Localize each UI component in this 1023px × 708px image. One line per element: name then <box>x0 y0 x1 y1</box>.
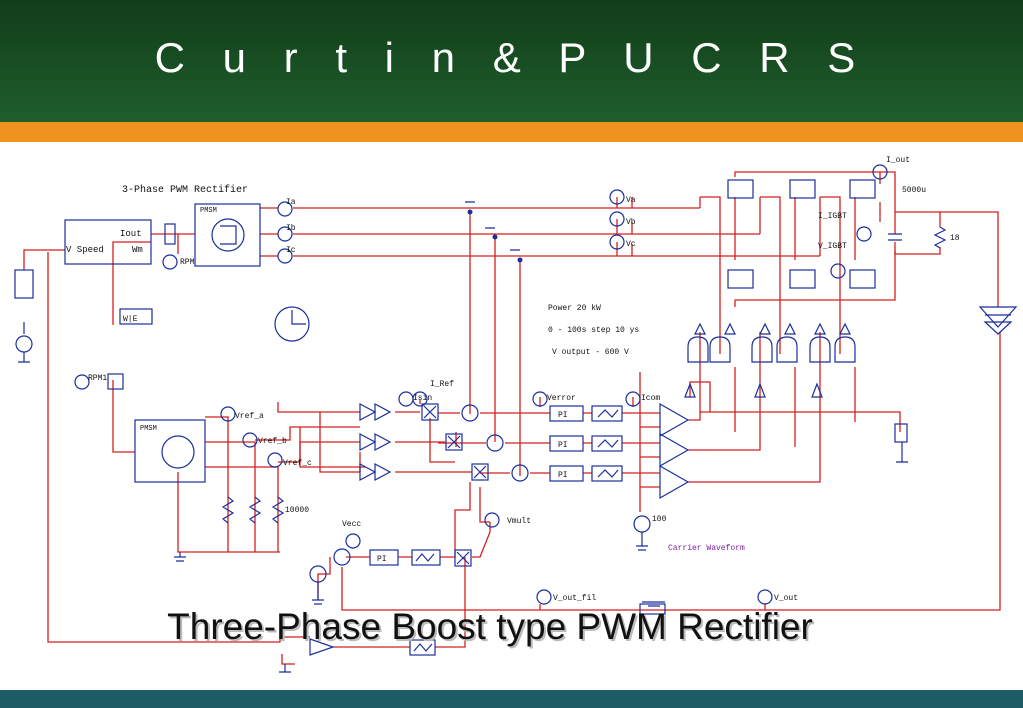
schematic-junctions <box>467 209 523 263</box>
pmsm-machine <box>194 203 261 267</box>
ref-resistor-value: 10000 <box>285 506 309 515</box>
probe-ia: Ia <box>286 198 296 207</box>
capacitor-value: 5000u <box>902 186 926 195</box>
probe-vc: Vc <box>626 240 636 249</box>
slide-header: C u r t i n & P U C R S <box>0 0 1023 122</box>
pmsm-machine-2 <box>134 419 206 483</box>
slide-title: C u r t i n & P U C R S <box>154 34 869 81</box>
pi-controller-2: PI <box>558 441 568 450</box>
scope-symbol <box>274 306 310 342</box>
pi-controller-4: PI <box>377 555 387 564</box>
slide-footer <box>0 690 1023 708</box>
slide-caption: Three-Phase Boost type PWM Rectifier <box>167 606 813 647</box>
probe-vb: Vb <box>626 218 636 227</box>
generator-block <box>64 219 152 265</box>
schematic-wires <box>23 171 1001 665</box>
verror-label: Verror <box>547 394 576 403</box>
rectifier-schematic: 3-Phase PWM Rectifier Iout V Speed Wm PM… <box>14 156 1018 673</box>
probe-ib: Ib <box>286 224 296 233</box>
rpm1-label: RPM1 <box>88 374 107 383</box>
generator-speed-label: V Speed <box>66 245 104 255</box>
gear-block <box>119 308 153 325</box>
icom-label: Icom <box>641 394 660 403</box>
vecc-label: Vecc <box>342 520 361 529</box>
probe-ic: Ic <box>286 246 296 255</box>
i-ref-label: I_Ref <box>430 380 454 389</box>
rpm-label: RPM <box>180 258 195 267</box>
machine2-label: PMSM <box>140 425 157 433</box>
note-voltage: V output - 600 V <box>552 348 629 357</box>
pi-controller-1: PI <box>558 411 568 420</box>
schematic-title: 3-Phase PWM Rectifier <box>122 184 248 196</box>
vmult-label: Vmult <box>507 517 531 526</box>
v-out-label: V_out <box>774 594 798 603</box>
carrier-label: Carrier Waveform <box>668 544 745 553</box>
generator-wm-label: Wm <box>132 245 143 255</box>
isin-label: Isin <box>413 394 432 403</box>
note-power: Power 20 kW <box>548 304 601 313</box>
carrier-amplitude: 100 <box>652 515 667 524</box>
generator-out-label: Iout <box>120 229 142 239</box>
probe-va: Va <box>626 196 636 205</box>
note-step: 0 - 100s step 10 ys <box>548 326 639 335</box>
pi-controller-3: PI <box>558 471 568 480</box>
i-igbt-label: I_IGBT <box>818 212 847 221</box>
probe-vref-a: Vref_a <box>235 412 264 421</box>
accent-bar <box>0 122 1023 142</box>
schematic-components <box>14 164 1018 673</box>
probe-vref-c: Vref_c <box>283 459 312 468</box>
i-out-label: I_out <box>886 156 910 165</box>
machine-label: PMSM <box>200 207 217 215</box>
v-out-fil-label: V_out_fil <box>553 594 596 603</box>
load-resistor-value: 18 <box>950 234 960 243</box>
gear-label: W|E <box>123 315 138 324</box>
v-igbt-label: V_IGBT <box>818 242 847 251</box>
probe-vref-b: Vref_b <box>258 437 287 446</box>
